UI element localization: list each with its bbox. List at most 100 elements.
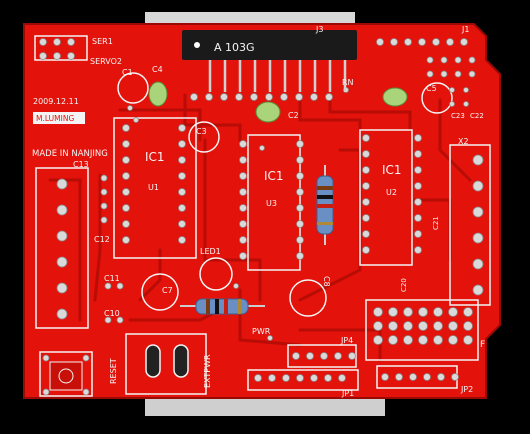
label-c7: C7 bbox=[162, 286, 173, 295]
servo-header-pad bbox=[39, 38, 47, 46]
ic-pin-pad bbox=[122, 156, 130, 164]
header-pad bbox=[454, 70, 462, 78]
proto-pad bbox=[418, 307, 428, 317]
ceramic-capacitors bbox=[148, 81, 408, 123]
ic-pin-pad bbox=[239, 188, 247, 196]
servo-header-pad bbox=[53, 38, 61, 46]
servo-header-pad bbox=[39, 52, 47, 60]
label-c21: C21 bbox=[432, 216, 440, 230]
label-j1: J1 bbox=[461, 25, 469, 34]
ic-pin-pad bbox=[178, 140, 186, 148]
label-date: 2009.12.11 bbox=[33, 97, 79, 106]
ic-pin-pad bbox=[178, 156, 186, 164]
header-pad bbox=[468, 70, 476, 78]
proto-pad bbox=[433, 335, 443, 345]
label-led1: LED1 bbox=[200, 247, 221, 256]
pcb-pad bbox=[104, 282, 112, 290]
jp1-pad bbox=[338, 374, 346, 382]
ic-pin-pad bbox=[414, 246, 422, 254]
label-c11: C11 bbox=[104, 274, 120, 283]
rn-pad bbox=[190, 93, 198, 101]
servo-header-pad bbox=[67, 38, 75, 46]
via-pad bbox=[463, 87, 469, 93]
ic-pin-pad bbox=[178, 172, 186, 180]
label-j3: J3 bbox=[315, 25, 323, 34]
ic-pin-pad bbox=[414, 230, 422, 238]
cap-pad bbox=[100, 188, 108, 196]
terminal-pad bbox=[472, 206, 484, 218]
label-u2: U2 bbox=[386, 188, 397, 197]
label-jp1: JP1 bbox=[341, 389, 354, 398]
label-x2: X2 bbox=[458, 137, 469, 146]
proto-pad bbox=[463, 335, 473, 345]
label-u1: U1 bbox=[148, 183, 159, 192]
label-reset: RESET bbox=[109, 358, 118, 384]
jp2-pad bbox=[381, 373, 389, 381]
jp1-pad bbox=[282, 374, 290, 382]
resistor-network-component bbox=[182, 30, 357, 92]
label-c20: C20 bbox=[400, 278, 408, 292]
terminal-pad bbox=[472, 180, 484, 192]
proto-pad bbox=[373, 321, 383, 331]
rn-pad bbox=[295, 93, 303, 101]
label-extpwr: EXTPWR bbox=[203, 354, 212, 388]
jp4-pad bbox=[320, 352, 328, 360]
terminal-pad bbox=[472, 154, 484, 166]
proto-pad bbox=[373, 335, 383, 345]
via-pad bbox=[133, 117, 139, 123]
terminal-pad bbox=[56, 178, 68, 190]
ic-pin-pad bbox=[414, 150, 422, 158]
terminal-pad bbox=[56, 308, 68, 320]
proto-pad bbox=[448, 307, 458, 317]
pcb-pad bbox=[116, 282, 124, 290]
cap-pad bbox=[100, 216, 108, 224]
proto-pad bbox=[403, 335, 413, 345]
j1-header-pad bbox=[390, 38, 398, 46]
terminal-pad bbox=[56, 256, 68, 268]
ic-pin-pad bbox=[296, 172, 304, 180]
ic-pin-pad bbox=[362, 166, 370, 174]
ic-pin-pad bbox=[296, 140, 304, 148]
label-pwr: PWR bbox=[252, 327, 271, 336]
label-author: M.LUMING bbox=[36, 114, 74, 123]
jp1-pad bbox=[254, 374, 262, 382]
ic-pin-pad bbox=[178, 204, 186, 212]
label-c13: C13 bbox=[73, 160, 89, 169]
ic-pin-pad bbox=[414, 198, 422, 206]
ic-pin-pad bbox=[414, 166, 422, 174]
ic-pin-pad bbox=[362, 198, 370, 206]
jp4-pad bbox=[306, 352, 314, 360]
cap-pad bbox=[100, 202, 108, 210]
terminal-pad bbox=[472, 232, 484, 244]
ic-pin-pad bbox=[239, 204, 247, 212]
ic-pin-pad bbox=[296, 236, 304, 244]
proto-pad bbox=[418, 321, 428, 331]
label-ic1-mid: IC1 bbox=[264, 169, 284, 183]
j1-header-pad bbox=[446, 38, 454, 46]
rn-pad bbox=[235, 93, 243, 101]
label-ic1-left: IC1 bbox=[145, 150, 165, 164]
jp4-pad bbox=[334, 352, 342, 360]
terminal-pad bbox=[56, 204, 68, 216]
jp2-pad bbox=[395, 373, 403, 381]
label-c1: C1 bbox=[122, 68, 133, 77]
ic-pin-pad bbox=[122, 124, 130, 132]
header-pad bbox=[440, 56, 448, 64]
terminal-pad bbox=[472, 258, 484, 270]
ic-pin-pad bbox=[122, 140, 130, 148]
ic-pin-pad bbox=[362, 182, 370, 190]
resistor-horizontal bbox=[180, 298, 265, 315]
via-pad bbox=[233, 283, 239, 289]
pcb-pad bbox=[104, 316, 112, 324]
proto-pad bbox=[403, 321, 413, 331]
pcb-pad bbox=[82, 388, 90, 396]
proto-pad bbox=[418, 335, 428, 345]
jp2-pad bbox=[451, 373, 459, 381]
proto-pad bbox=[463, 321, 473, 331]
proto-pad bbox=[448, 335, 458, 345]
ic-pin-pad bbox=[414, 134, 422, 142]
label-ser1: SER1 bbox=[92, 37, 113, 46]
jp1-pad bbox=[296, 374, 304, 382]
ic-pin-pad bbox=[362, 134, 370, 142]
